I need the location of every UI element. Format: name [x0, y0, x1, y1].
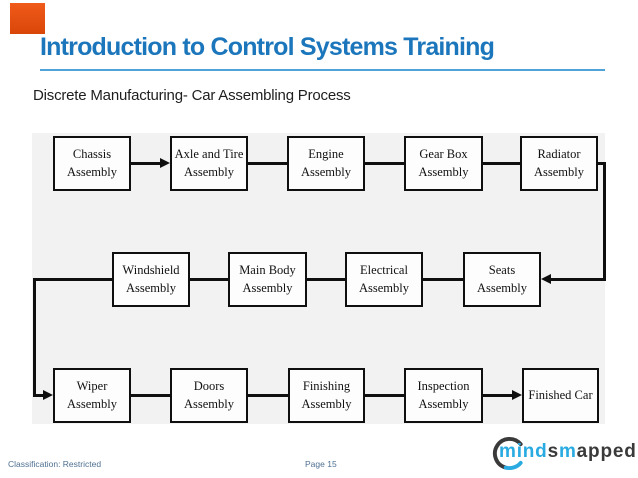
logo-circle-icon [492, 436, 523, 470]
logo-text-part3: m [558, 441, 577, 462]
title-underline [40, 69, 605, 71]
mindsmapped-logo: mindsmapped [487, 433, 638, 477]
connector-line [365, 162, 404, 165]
node-wiper-assembly: Wiper Assembly [53, 368, 131, 423]
connector-line [190, 278, 228, 281]
node-seats-assembly: Seats Assembly [463, 252, 541, 307]
arrow-head-icon [43, 390, 53, 400]
slide-subtitle: Discrete Manufacturing- Car Assembling P… [33, 87, 351, 104]
node-gear-box-assembly: Gear Box Assembly [404, 136, 483, 191]
connector-line [131, 394, 170, 397]
node-electrical-assembly: Electrical Assembly [345, 252, 423, 307]
connector-line [248, 162, 287, 165]
connector-line [33, 278, 36, 397]
classification-label: Classification: Restricted [8, 459, 102, 469]
node-finishing-assembly: Finishing Assembly [288, 368, 365, 423]
node-finished-car: Finished Car [522, 368, 599, 423]
connector-line [33, 394, 44, 397]
connector-line [603, 163, 606, 281]
node-radiator-assembly: Radiator Assembly [520, 136, 598, 191]
connector-line [423, 278, 463, 281]
logo-text-part1: mind [499, 441, 548, 462]
connector-line [483, 162, 520, 165]
arrow-head-icon [541, 274, 551, 284]
logo-text-part4: apped [576, 441, 637, 462]
arrow-head-icon [160, 158, 170, 168]
logo-wordmark: mindsmapped [499, 441, 637, 463]
page-number: Page 15 [305, 459, 337, 469]
node-chassis-assembly: Chassis Assembly [53, 136, 131, 191]
node-axle-and-tire-assembly: Axle and Tire Assembly [170, 136, 248, 191]
connector-line [598, 162, 606, 165]
node-windshield-assembly: Windshield Assembly [112, 252, 190, 307]
connector-line [248, 394, 288, 397]
page-title: Introduction to Control Systems Training [40, 33, 495, 61]
arrow-head-icon [512, 390, 522, 400]
node-doors-assembly: Doors Assembly [170, 368, 248, 423]
orange-marker [10, 3, 45, 34]
connector-line [551, 278, 606, 281]
node-inspection-assembly: Inspection Assembly [404, 368, 483, 423]
connector-line [365, 394, 404, 397]
connector-line [307, 278, 345, 281]
node-main-body-assembly: Main Body Assembly [228, 252, 307, 307]
logo-text-part2: s [547, 441, 559, 462]
connector-line [33, 278, 112, 281]
connector-line [131, 162, 161, 165]
connector-line [483, 394, 513, 397]
node-engine-assembly: Engine Assembly [287, 136, 365, 191]
